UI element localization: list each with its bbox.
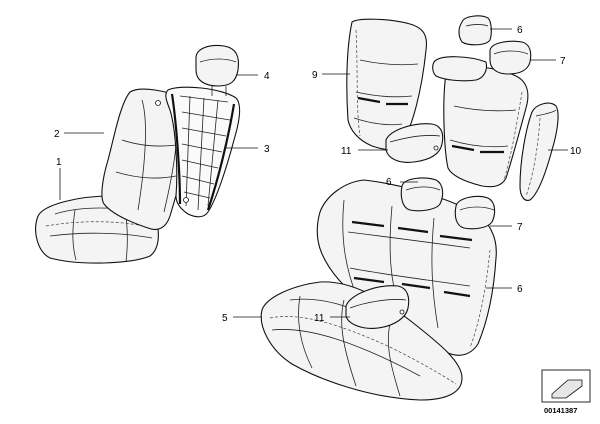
- rear-armrest-upper: [385, 123, 444, 163]
- rear-headrest-right-lower: [454, 195, 496, 230]
- callout-11-upper: 11: [341, 146, 352, 157]
- callout-8: 6: [517, 25, 523, 36]
- front-headrest: [195, 44, 240, 96]
- doc-id-icon: [551, 379, 583, 399]
- doc-id: 00141387: [544, 406, 577, 415]
- callout-2: 2: [54, 129, 60, 140]
- rear-side-bolster: [519, 102, 559, 201]
- callout-3: 3: [264, 144, 270, 155]
- doc-id-box: 00141387: [541, 369, 591, 415]
- callout-9: 9: [312, 70, 318, 81]
- callout-6-upper: 6: [386, 177, 392, 188]
- rear-backrest-right: [432, 56, 529, 188]
- callout-10: 10: [570, 146, 582, 157]
- callout-11-lower: 11: [314, 313, 325, 324]
- front-seat-backrest-frame: [165, 86, 241, 218]
- rear-armrest-lower: [345, 285, 410, 329]
- callout-4: 4: [264, 71, 270, 82]
- callout-7-lower: 7: [517, 222, 523, 233]
- callout-6-lower: 6: [517, 284, 523, 295]
- rear-headrest-center: [458, 15, 492, 46]
- callout-5: 5: [222, 313, 228, 324]
- rear-headrest-center-lower: [400, 177, 444, 212]
- callout-1: 1: [56, 157, 62, 168]
- rear-headrest-right-upper: [489, 40, 532, 75]
- rear-backrest-left: [346, 18, 428, 151]
- callout-7-upper: 7: [560, 56, 566, 67]
